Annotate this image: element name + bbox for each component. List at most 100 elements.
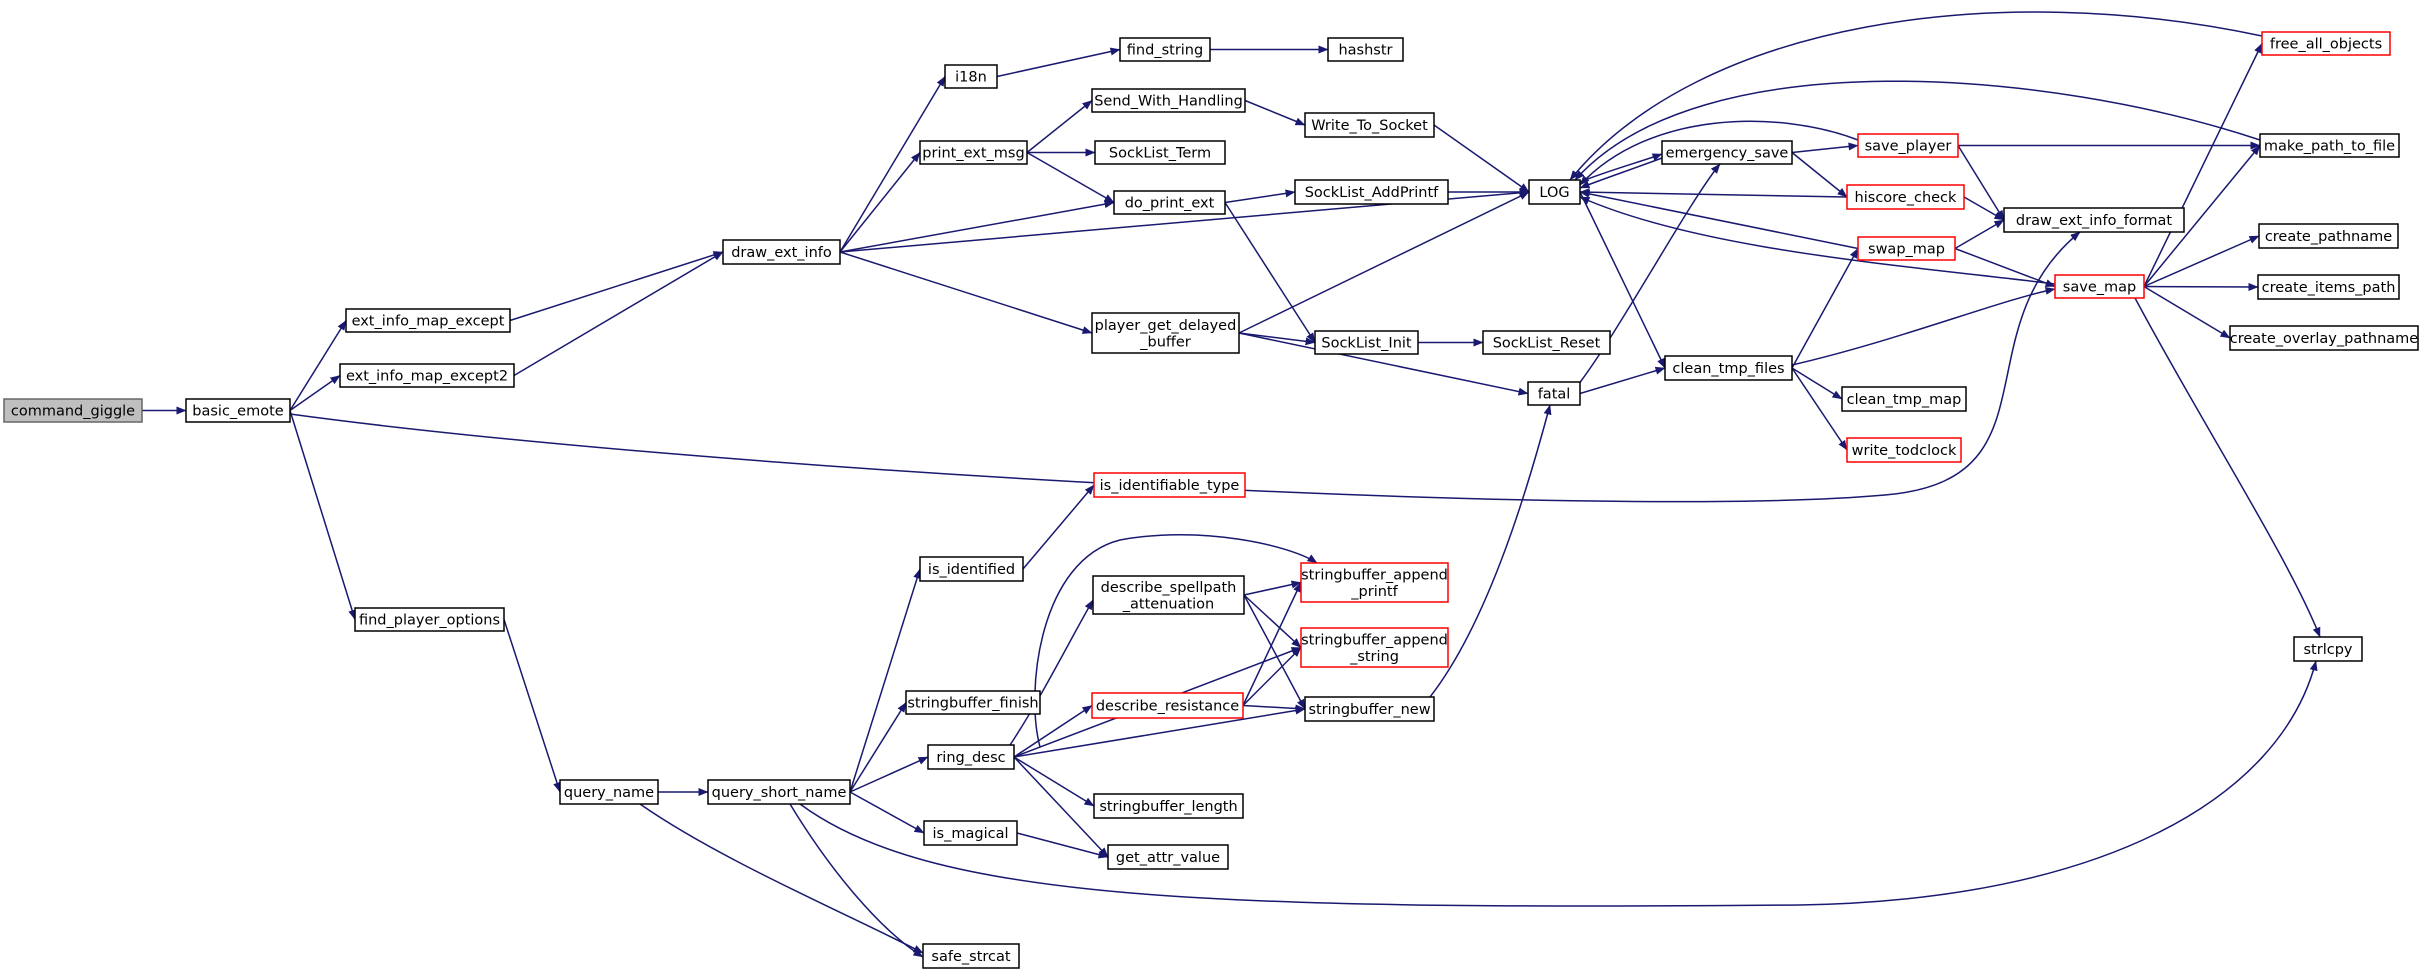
node-find_string[interactable]: find_string <box>1119 37 1211 62</box>
node-i18n[interactable]: i18n <box>944 64 998 89</box>
node-do_print_ext[interactable]: do_print_ext <box>1113 190 1226 215</box>
edge-ring_desc-to-stringbuffer_length <box>1013 756 1095 807</box>
node-create_overlay_pathname[interactable]: create_overlay_pathname <box>2229 325 2419 351</box>
edge-draw_ext_info-to-i18n <box>839 76 946 253</box>
node-box <box>2003 207 2185 233</box>
node-create_pathname[interactable]: create_pathname <box>2258 223 2399 249</box>
node-describe_spellpath_attenuation[interactable]: describe_spellpath_attenuation <box>1092 575 1245 615</box>
node-box <box>1857 236 1956 261</box>
node-save_map[interactable]: save_map <box>2054 274 2145 299</box>
edge-find_player_options-to-query_name <box>503 619 561 793</box>
node-print_ext_msg[interactable]: print_ext_msg <box>919 140 1028 165</box>
edge-emergency_save-to-hiscore_check <box>1791 151 1848 198</box>
node-box <box>1300 562 1449 603</box>
node-stringbuffer_finish[interactable]: stringbuffer_finish <box>905 690 1041 715</box>
node-find_player_options[interactable]: find_player_options <box>354 607 505 632</box>
node-label: clean_tmp_map <box>1847 392 1962 408</box>
node-basic_emote[interactable]: basic_emote <box>185 398 291 423</box>
node-is_identifiable_type[interactable]: is_identifiable_type <box>1093 472 1246 498</box>
node-fatal[interactable]: fatal <box>1527 381 1581 406</box>
node-clean_tmp_map[interactable]: clean_tmp_map <box>1841 386 1967 412</box>
node-stringbuffer_new[interactable]: stringbuffer_new <box>1304 696 1435 722</box>
node-save_player[interactable]: save_player <box>1857 133 1959 158</box>
node-swap_map[interactable]: swap_map <box>1857 236 1956 261</box>
node-box <box>1528 179 1581 205</box>
node-get_attr_value[interactable]: get_attr_value <box>1107 844 1229 870</box>
node-is_magical[interactable]: is_magical <box>923 820 1018 846</box>
node-strlcpy[interactable]: strlcpy <box>2293 636 2363 662</box>
node-box <box>2261 31 2391 56</box>
node-is_identified[interactable]: is_identified <box>919 556 1024 582</box>
node-label: stringbuffer_length <box>1099 799 1237 815</box>
node-query_name[interactable]: query_name <box>559 779 659 805</box>
node-emergency_save[interactable]: emergency_save <box>1661 140 1793 165</box>
edge-swap_map-to-LOG <box>1579 189 1859 250</box>
node-SockList_Reset[interactable]: SockList_Reset <box>1482 330 1611 355</box>
node-query_short_name[interactable]: query_short_name <box>707 779 851 805</box>
node-SockList_Term[interactable]: SockList_Term <box>1094 140 1226 165</box>
edge-LOG-to-clean_tmp_files <box>1579 191 1666 369</box>
node-box <box>1846 437 1962 463</box>
node-stringbuffer_length[interactable]: stringbuffer_length <box>1093 793 1244 819</box>
node-hashstr[interactable]: hashstr <box>1327 37 1404 62</box>
node-clean_tmp_files[interactable]: clean_tmp_files <box>1664 355 1793 381</box>
node-label: is_magical <box>933 826 1009 842</box>
node-box <box>1113 190 1226 215</box>
edge-save_map-to-create_pathname <box>2143 235 2260 288</box>
node-draw_ext_info_format[interactable]: draw_ext_info_format <box>2003 207 2185 233</box>
node-describe_resistance[interactable]: describe_resistance <box>1091 692 1244 719</box>
node-box <box>1091 88 1246 113</box>
node-box <box>559 779 659 805</box>
node-hiscore_check[interactable]: hiscore_check <box>1846 184 1965 210</box>
node-box <box>1304 112 1435 138</box>
node-make_path_to_file[interactable]: make_path_to_file <box>2259 133 2400 158</box>
node-box <box>923 820 1018 846</box>
edge-ext_info_map_except2-to-draw_ext_info <box>513 251 724 377</box>
node-ext_info_map_except2[interactable]: ext_info_map_except2 <box>339 363 515 388</box>
node-label: describe_resistance <box>1096 699 1239 715</box>
node-label: SockList_AddPrintf <box>1305 185 1439 201</box>
edge-query_short_name-to-ring_desc <box>849 756 929 793</box>
node-box <box>1527 381 1581 406</box>
node-box <box>1294 179 1449 205</box>
node-create_items_path[interactable]: create_items_path <box>2257 274 2400 300</box>
edge-clean_tmp_files-to-write_todclock <box>1791 367 1848 451</box>
edge-draw_ext_info-to-print_ext_msg <box>839 152 921 253</box>
node-free_all_objects[interactable]: free_all_objects <box>2261 31 2391 56</box>
node-command_giggle[interactable]: command_giggle <box>3 398 143 423</box>
node-box <box>1091 692 1244 719</box>
node-safe_strcat[interactable]: safe_strcat <box>922 943 1020 969</box>
node-Send_With_Handling[interactable]: Send_With_Handling <box>1091 88 1246 113</box>
node-label: free_all_objects <box>2270 37 2382 53</box>
node-label: SockList_Reset <box>1493 336 1601 352</box>
node-player_get_delayed_buffer[interactable]: player_get_delayed_buffer <box>1091 312 1240 354</box>
node-box <box>1482 330 1611 355</box>
node-label: swap_map <box>1868 242 1945 258</box>
node-label: make_path_to_file <box>2264 139 2395 155</box>
node-box <box>1092 575 1245 615</box>
node-label: Write_To_Socket <box>1311 118 1428 134</box>
node-label: command_giggle <box>11 404 135 420</box>
node-label: _printf <box>1350 584 1398 600</box>
edge-draw_ext_info-to-player_get_delayed_buffer <box>839 251 1093 334</box>
node-label: _attenuation <box>1122 596 1214 612</box>
node-box <box>354 607 505 632</box>
edge-save_map-to-strlcpy <box>2134 297 2321 638</box>
node-ring_desc[interactable]: ring_desc <box>927 744 1015 770</box>
edge-player_get_delayed_buffer-to-LOG <box>1238 191 1530 334</box>
node-label: save_map <box>2063 280 2136 296</box>
node-stringbuffer_append_string[interactable]: stringbuffer_append_string <box>1300 627 1449 668</box>
node-label: safe_strcat <box>931 949 1010 965</box>
node-stringbuffer_append_printf[interactable]: stringbuffer_append_printf <box>1300 562 1449 603</box>
node-SockList_AddPrintf[interactable]: SockList_AddPrintf <box>1294 179 1449 205</box>
node-write_todclock[interactable]: write_todclock <box>1846 437 1962 463</box>
node-ext_info_map_except[interactable]: ext_info_map_except <box>345 308 511 333</box>
edge-emergency_save-to-save_player <box>1791 142 1859 154</box>
node-box <box>905 690 1041 715</box>
node-draw_ext_info[interactable]: draw_ext_info <box>722 239 841 265</box>
node-label: Send_With_Handling <box>1094 94 1243 110</box>
node-label: hiscore_check <box>1855 190 1957 206</box>
node-LOG[interactable]: LOG <box>1528 179 1581 205</box>
node-SockList_Init[interactable]: SockList_Init <box>1314 330 1419 355</box>
node-Write_To_Socket[interactable]: Write_To_Socket <box>1304 112 1435 138</box>
